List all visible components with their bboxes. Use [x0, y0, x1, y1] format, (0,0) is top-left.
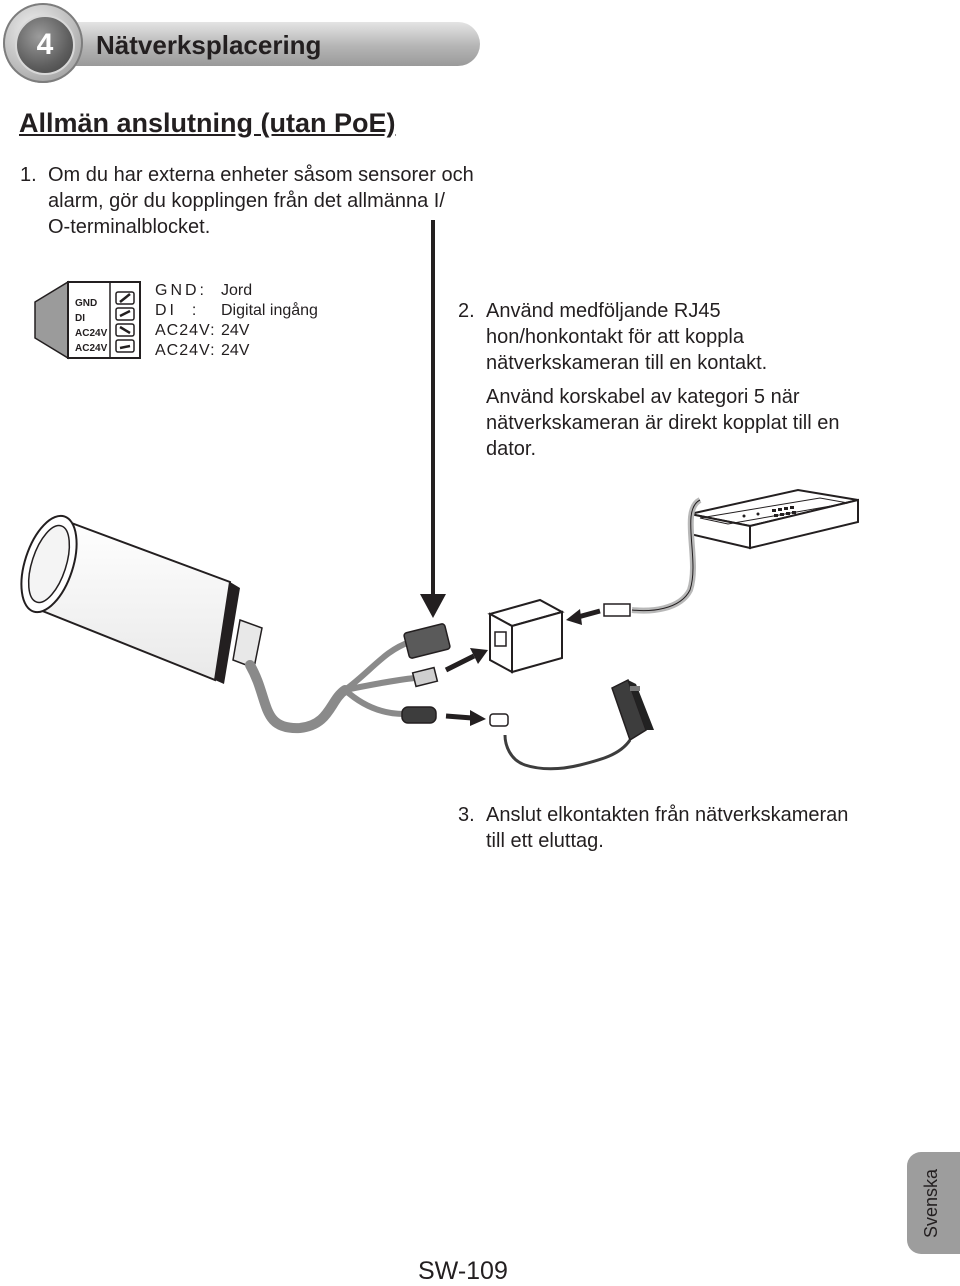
step-1-line-2: alarm, gör du kopplingen från det allmän…	[48, 190, 445, 212]
terminal-label-gnd: GND	[75, 298, 98, 309]
power-adapter-icon	[489, 678, 654, 771]
terminal-labels: GND DI AC24V AC24V	[75, 296, 107, 356]
step-3-line-2: till ett eluttag.	[486, 830, 604, 852]
arrow-right-icon	[444, 608, 601, 726]
step-3-line-1: Anslut elkontakten från nätverkskameran	[486, 804, 849, 826]
terminal-label-ac24v-1: AC24V	[75, 328, 108, 339]
step-2-line-1: Använd medföljande RJ45	[486, 300, 721, 322]
camera-illustration	[20, 514, 451, 734]
chapter-header-bar	[36, 22, 480, 66]
section-heading: Allmän anslutning (utan PoE)	[19, 108, 396, 138]
step-3-text: 3. Anslut elkontakten från nätverkskamera…	[458, 802, 928, 854]
language-tab	[907, 1152, 960, 1254]
legend-row-di: DI : Digital ingång	[155, 301, 318, 321]
step-2-text: 2. Använd medföljande RJ45 hon/honkontakt…	[458, 298, 928, 462]
step-2-line-4: Använd korskabel av kategori 5 när	[486, 386, 800, 408]
rj45-coupler-icon	[487, 598, 565, 674]
step-1-line-3: O-terminalblocket.	[48, 216, 211, 238]
step-2-line-6: dator.	[486, 438, 537, 460]
legend-row-ac24v-2: AC24V: 24V	[155, 341, 318, 361]
terminal-label-ac24v-2: AC24V	[75, 343, 108, 354]
legend-key: AC24V:	[155, 322, 216, 339]
step-2-line-3: nätverkskameran till en kontakt.	[486, 352, 768, 374]
step-1-text: 1. Om du har externa enheter såsom sensor…	[20, 162, 560, 240]
legend-key: GND:	[155, 282, 207, 299]
step-2-line-2: hon/honkontakt för att koppla	[486, 326, 744, 348]
legend-value: 24V	[221, 342, 250, 359]
chapter-number: 4	[36, 28, 54, 61]
legend-value: Digital ingång	[221, 302, 318, 319]
switch-illustration	[603, 488, 859, 617]
terminal-legend: GND: Jord DI : Digital ingång AC24V: 24V AC…	[155, 281, 318, 361]
legend-key: DI :	[155, 302, 200, 319]
legend-row-gnd: GND: Jord	[155, 281, 318, 301]
chapter-title: Nätverksplacering	[96, 30, 322, 60]
legend-value: Jord	[221, 282, 253, 299]
step-3-number: 3.	[458, 804, 475, 826]
arrow-down-icon	[420, 220, 446, 618]
step-2-line-5: nätverkskameran är direkt kopplat till e…	[486, 412, 840, 434]
legend-key: AC24V:	[155, 342, 216, 359]
page-number: SW-109	[418, 1257, 508, 1285]
legend-value: 24V	[221, 322, 250, 339]
legend-row-ac24v-1: AC24V: 24V	[155, 321, 318, 341]
terminal-label-di: DI	[75, 313, 85, 324]
terminal-block-icon	[34, 280, 141, 360]
step-1-number: 1.	[20, 164, 37, 186]
language-tab-label: Svenska	[907, 1152, 957, 1254]
chapter-badge-inner	[15, 15, 75, 75]
step-1-line-1: Om du har externa enheter såsom sensorer…	[48, 164, 474, 186]
step-2-number: 2.	[458, 300, 475, 322]
language-label-text: Svenska	[921, 1168, 942, 1238]
